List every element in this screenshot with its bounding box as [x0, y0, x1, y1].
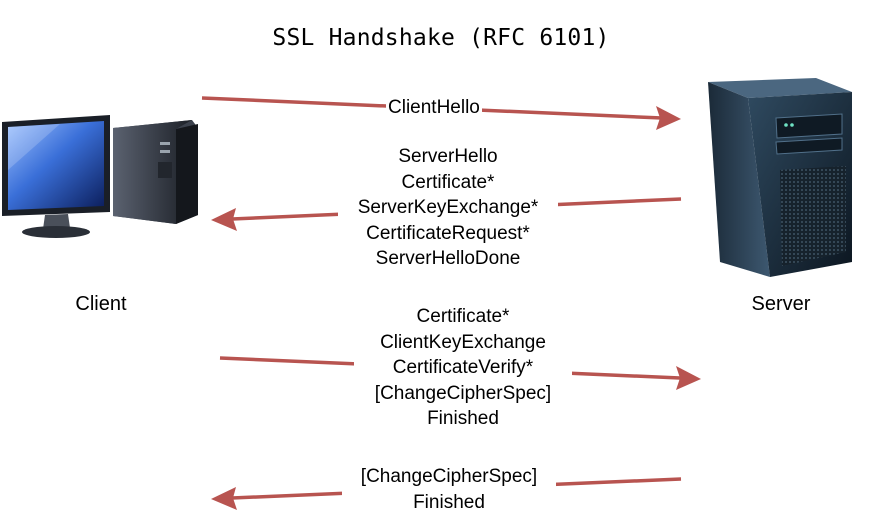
message-line: ServerHello — [340, 144, 556, 170]
desktop-computer-icon — [2, 115, 198, 238]
message-line: Finished — [356, 406, 570, 432]
message-client-finished-flight: Certificate* ClientKeyExchange Certifica… — [354, 304, 572, 432]
message-serverhello-flight: ServerHello Certificate* ServerKeyExchan… — [338, 144, 558, 272]
message-line: [ChangeCipherSpec] — [356, 380, 570, 406]
diagram-title: SSL Handshake (RFC 6101) — [272, 25, 610, 51]
message-line: ClientHello — [388, 95, 480, 121]
message-line: [ChangeCipherSpec] — [344, 464, 554, 490]
message-line: Certificate* — [340, 169, 556, 195]
message-line: ClientKeyExchange — [356, 329, 570, 355]
message-clienthello: ClientHello — [386, 95, 482, 121]
message-server-finished-flight: [ChangeCipherSpec] Finished — [342, 464, 556, 515]
message-line: CertificateRequest* — [340, 220, 556, 246]
message-line: ServerHelloDone — [340, 246, 556, 272]
client-label: Client — [75, 293, 127, 315]
message-line: CertificateVerify* — [356, 355, 570, 381]
message-line: Finished — [344, 489, 554, 515]
message-line: ServerKeyExchange* — [340, 195, 556, 221]
server-label: Server — [751, 293, 811, 315]
tower-server-icon — [708, 78, 852, 277]
message-line: Certificate* — [356, 304, 570, 330]
